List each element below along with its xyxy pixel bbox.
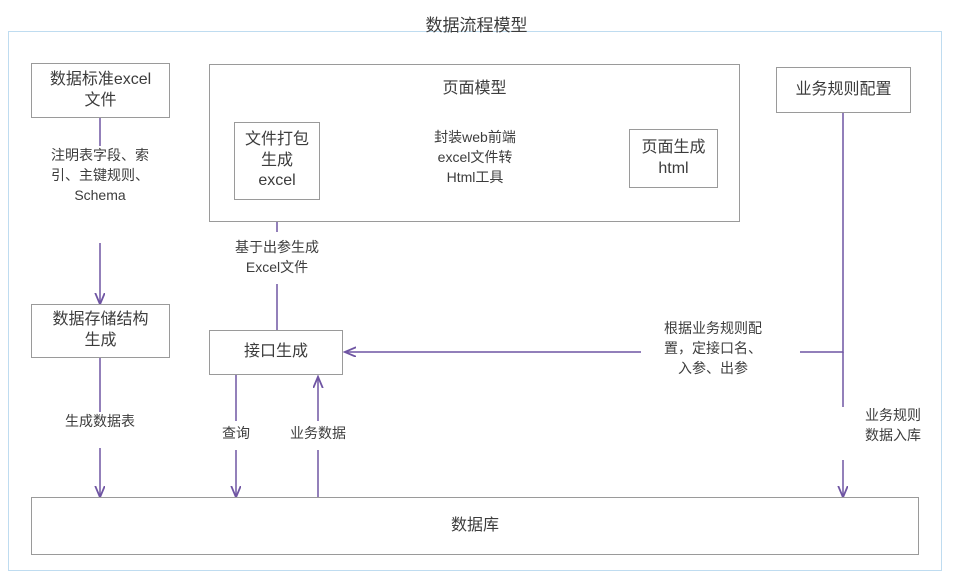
edge-label-query: 查询 [207, 424, 265, 444]
edge-label-schema-spec: 注明表字段、索 引、主键规则、 Schema [26, 146, 174, 206]
node-data-standard-excel-file[interactable]: 数据标准excel 文件 [31, 63, 170, 118]
node-database[interactable]: 数据库 [31, 497, 919, 555]
node-page-generate-html[interactable]: 页面生成 html [629, 129, 718, 188]
node-interface-generate[interactable]: 接口生成 [209, 330, 343, 375]
group-page-model-title: 页面模型 [442, 80, 507, 97]
edge-label-excel-to-html-tool: 封装web前端 excel文件转 Html工具 [405, 128, 545, 188]
edge-label-business-rule-data-into-db: 业务规则 数据入库 [853, 406, 933, 446]
node-file-package-generate-excel[interactable]: 文件打包 生成 excel [234, 122, 320, 200]
edge-label-define-interface-by-rules: 根据业务规则配 置，定接口名、 入参、出参 [641, 319, 785, 379]
edge-label-business-data: 业务数据 [275, 424, 361, 444]
edge-label-generate-data-table: 生成数据表 [26, 412, 174, 432]
page-title: 数据流程模型 [425, 16, 528, 35]
diagram-outer-frame [8, 31, 942, 571]
edge-label-generate-excel-from-output-params: 基于出参生成 Excel文件 [206, 238, 348, 278]
node-business-rule-config[interactable]: 业务规则配置 [776, 67, 911, 113]
node-data-storage-structure-generate[interactable]: 数据存储结构 生成 [31, 304, 170, 358]
